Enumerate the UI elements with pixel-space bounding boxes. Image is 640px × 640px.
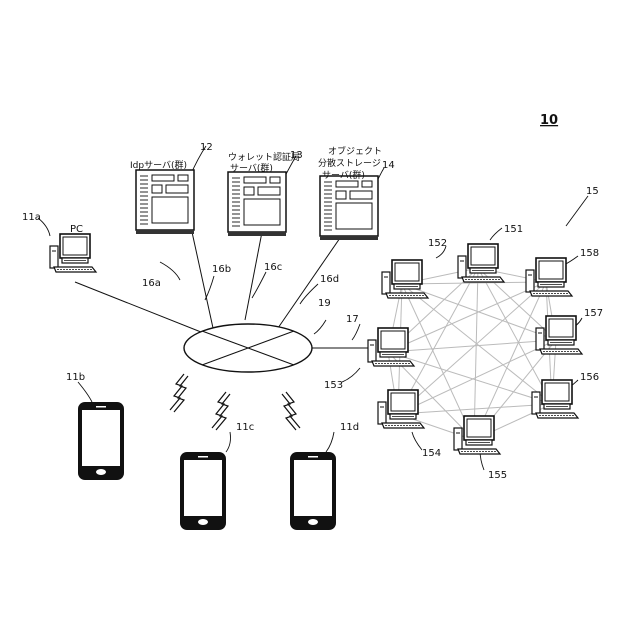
ref-19: 19 [318,298,331,309]
p2p-node-157 [536,316,582,354]
wireless-bolt-icon [282,392,300,430]
idp-server-caption: Idpサーバ(群) [130,159,187,171]
network-cloud [184,324,312,372]
p2p-node-154 [378,390,424,428]
figure-number: 10 [540,113,558,128]
wireless-bolt-icon [212,392,230,430]
idp-server [136,170,194,234]
p2p-node-158 [526,258,572,296]
ref-11a: 11a [22,212,41,223]
ref-11c: 11c [236,422,254,433]
ref-12: 12 [200,142,213,153]
ref-16d: 16d [320,274,339,285]
link-16a [75,282,206,334]
ref-155: 155 [488,470,507,481]
pc-computer [50,234,96,272]
wallet-ca-server [228,172,286,236]
ref-154: 154 [422,448,441,459]
smartphone-11c [180,452,226,530]
ref-16a: 16a [142,278,161,289]
ref-152: 152 [428,238,447,249]
p2p-node-156 [532,380,578,418]
ref-157: 157 [584,308,603,319]
storage-caption-line2: 分散ストレージ [318,157,381,169]
distributed-storage-server [320,176,378,240]
ref-153: 153 [324,380,343,391]
ref-151: 151 [504,224,523,235]
p2p-node-152 [382,260,428,298]
ref-158: 158 [580,248,599,259]
smartphone-11d [290,452,336,530]
storage-caption-line1: オブジェクト [328,145,382,157]
wallet-ca-caption-line2: サーバ(群) [230,162,273,174]
link-16b [192,232,213,328]
storage-caption-line3: サーバ(群) [322,169,365,181]
ref-11d: 11d [340,422,359,433]
pc-caption: PC [70,224,83,235]
ref-14: 14 [382,160,395,171]
ref-156: 156 [580,372,599,383]
p2p-node-155 [454,416,500,454]
ref-11b: 11b [66,372,85,383]
ref-16b: 16b [212,264,231,275]
smartphone-11b [78,402,124,480]
link-16c [245,232,262,320]
wallet-ca-caption-line1: ウォレット認証局 [228,151,300,163]
p2p-node-153 [368,328,414,366]
ref-16c: 16c [264,262,282,273]
p2p-node-151 [458,244,504,282]
ref-17: 17 [346,314,359,325]
ref-15: 15 [586,186,599,197]
wireless-bolt-icon [170,374,188,412]
